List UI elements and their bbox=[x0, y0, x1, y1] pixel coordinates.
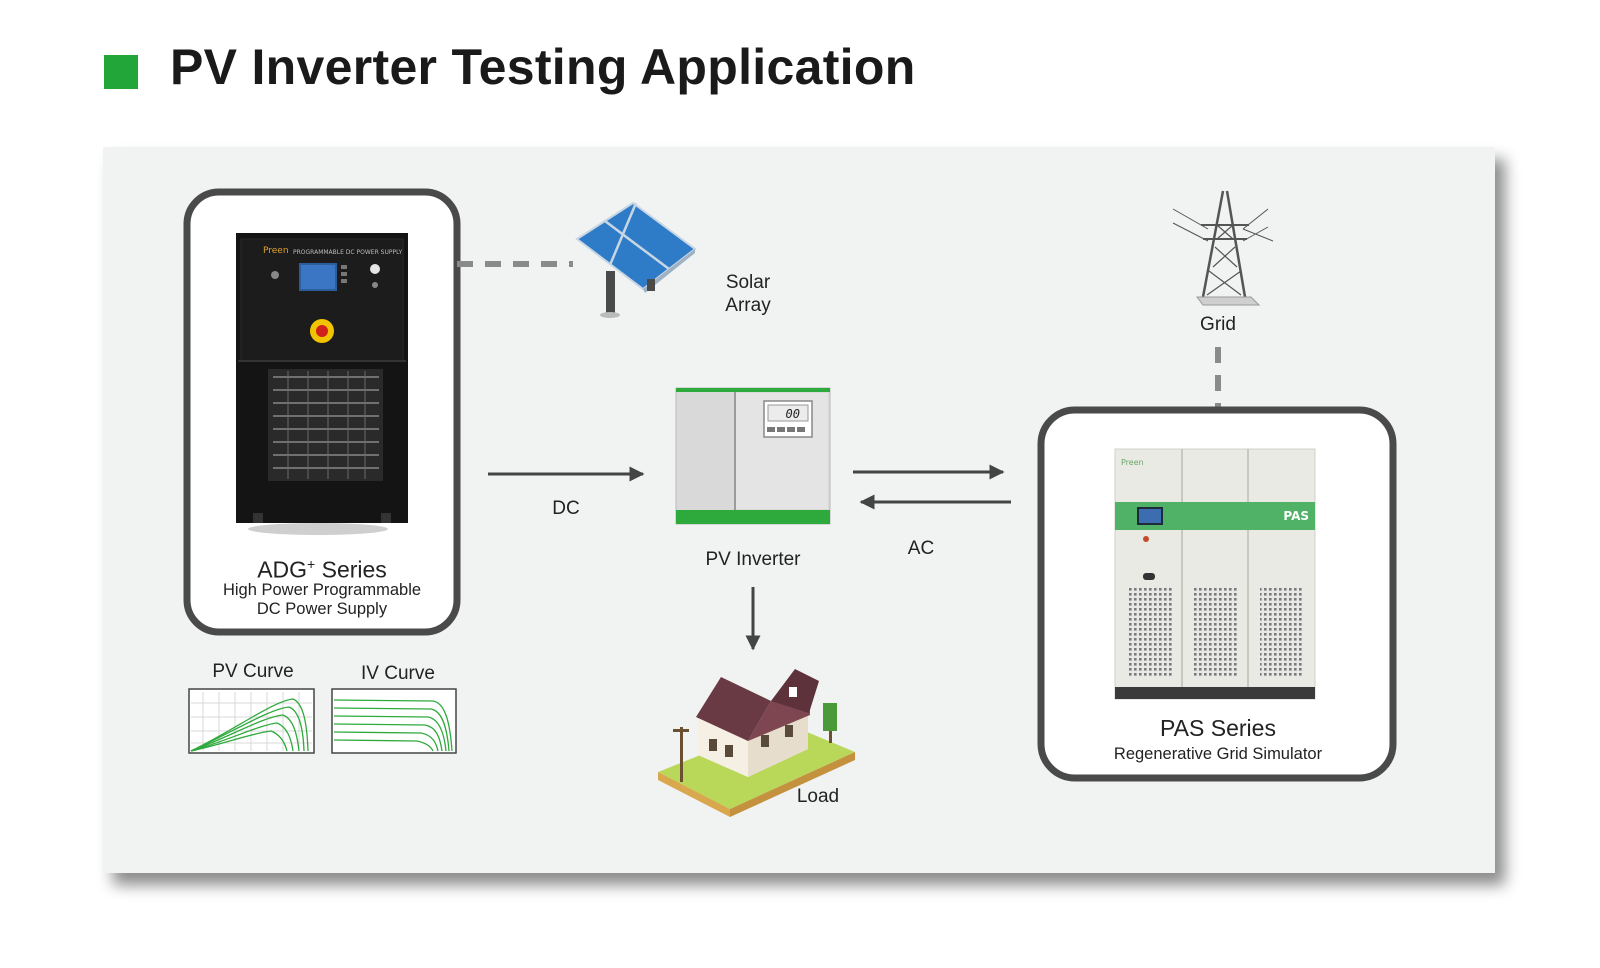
solar-label-line1: Solar bbox=[725, 272, 771, 293]
adg-brand-text: Preen bbox=[263, 246, 289, 256]
page-title: PV Inverter Testing Application bbox=[170, 39, 916, 95]
diagram-panel: Preen PROGRAMMABLE DC POWER SUPPLY bbox=[103, 147, 1495, 873]
iv-curve-icon bbox=[331, 688, 457, 754]
transmission-tower-icon bbox=[1172, 190, 1274, 306]
pas-desc-label: Regenerative Grid Simulator bbox=[1113, 745, 1323, 763]
adg-series-suffix: Series bbox=[315, 556, 387, 583]
iv-curve-label: IV Curve bbox=[361, 663, 435, 684]
inverter-icon: 00 bbox=[675, 387, 831, 525]
pas-badge-text: PAS bbox=[1283, 509, 1309, 523]
adg-series-sup: + bbox=[307, 556, 316, 572]
inverter-display-text: 00 bbox=[786, 407, 800, 421]
dc-label: DC bbox=[552, 498, 580, 519]
grid-simulator-icon: Preen PAS bbox=[1114, 448, 1316, 700]
inverter-label: PV Inverter bbox=[705, 549, 801, 570]
dc-power-supply-icon: Preen PROGRAMMABLE DC POWER SUPPLY bbox=[236, 233, 408, 535]
house-icon bbox=[658, 669, 855, 817]
grid-label: Grid bbox=[1200, 314, 1236, 335]
title-marker bbox=[104, 55, 138, 89]
pas-series-label: PAS Series bbox=[1160, 715, 1276, 741]
pv-curve-label: PV Curve bbox=[212, 661, 294, 682]
adg-series-label: ADG+ Series bbox=[202, 551, 442, 584]
adg-desc-line1: High Power Programmable bbox=[222, 581, 422, 599]
diagram-canvas: Preen PROGRAMMABLE DC POWER SUPPLY bbox=[183, 188, 1397, 817]
solar-label-line2: Array bbox=[725, 295, 771, 316]
pas-brand-text: Preen bbox=[1121, 458, 1144, 467]
pv-curve-icon bbox=[188, 688, 315, 754]
ac-label: AC bbox=[907, 538, 935, 559]
adg-header-text: PROGRAMMABLE DC POWER SUPPLY bbox=[293, 249, 403, 256]
load-label: Load bbox=[796, 786, 840, 807]
solar-panel-icon bbox=[575, 201, 697, 318]
adg-desc-line2: DC Power Supply bbox=[256, 600, 388, 618]
adg-series-prefix: ADG bbox=[257, 556, 308, 583]
